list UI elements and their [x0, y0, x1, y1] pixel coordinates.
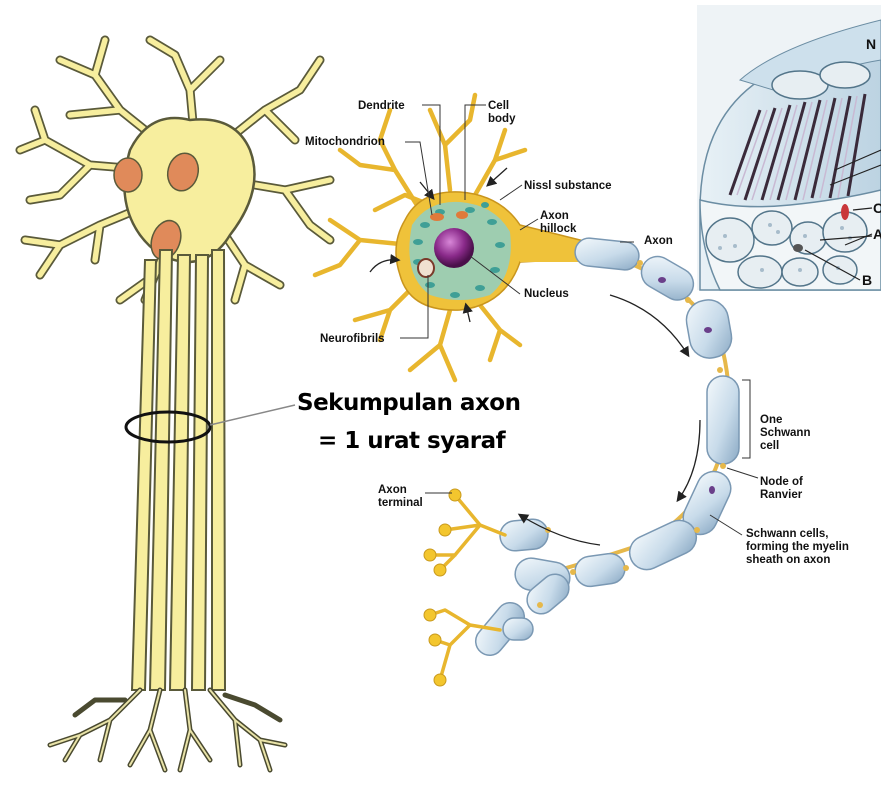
inset-label-a: A [873, 226, 881, 242]
left-neuron [20, 40, 330, 770]
terminal-boutons [424, 489, 461, 686]
organelle [418, 259, 434, 277]
label-axon: Axon [644, 235, 673, 248]
axon-bundle [132, 250, 225, 690]
label-axon-hillock: Axon hillock [540, 210, 576, 236]
label-nissl-substance: Nissl substance [524, 180, 612, 193]
left-nucleus [114, 158, 142, 192]
label-schwann-cells: Schwann cells, forming the myelin sheath… [746, 528, 849, 567]
label-mitochondrion: Mitochondrion [305, 136, 385, 149]
nerve-inset [697, 5, 881, 290]
label-dendrite: Dendrite [358, 100, 405, 113]
blood-vessel [841, 204, 849, 220]
blood-vessel [793, 244, 803, 252]
label-axon-terminal: Axon terminal [378, 484, 423, 510]
label-node-of-ranvier: Node of Ranvier [760, 476, 803, 502]
label-nucleus: Nucleus [524, 288, 569, 301]
inset-label-c: C [873, 200, 881, 216]
label-neurofibrils: Neurofibrils [320, 333, 385, 346]
left-soma [124, 118, 254, 262]
label-one-schwann-cell: One Schwann cell [760, 414, 810, 453]
caption-line-2: = 1 urat syaraf [318, 428, 505, 454]
myelin-sheath [470, 237, 739, 661]
inset-label-n: N [866, 36, 876, 52]
nucleus [434, 228, 474, 268]
caption-line-1: Sekumpulan axon [297, 390, 520, 416]
inset-label-b: B [862, 272, 872, 288]
left-axon-terminals [50, 690, 285, 770]
label-cell-body: Cell body [488, 100, 515, 126]
